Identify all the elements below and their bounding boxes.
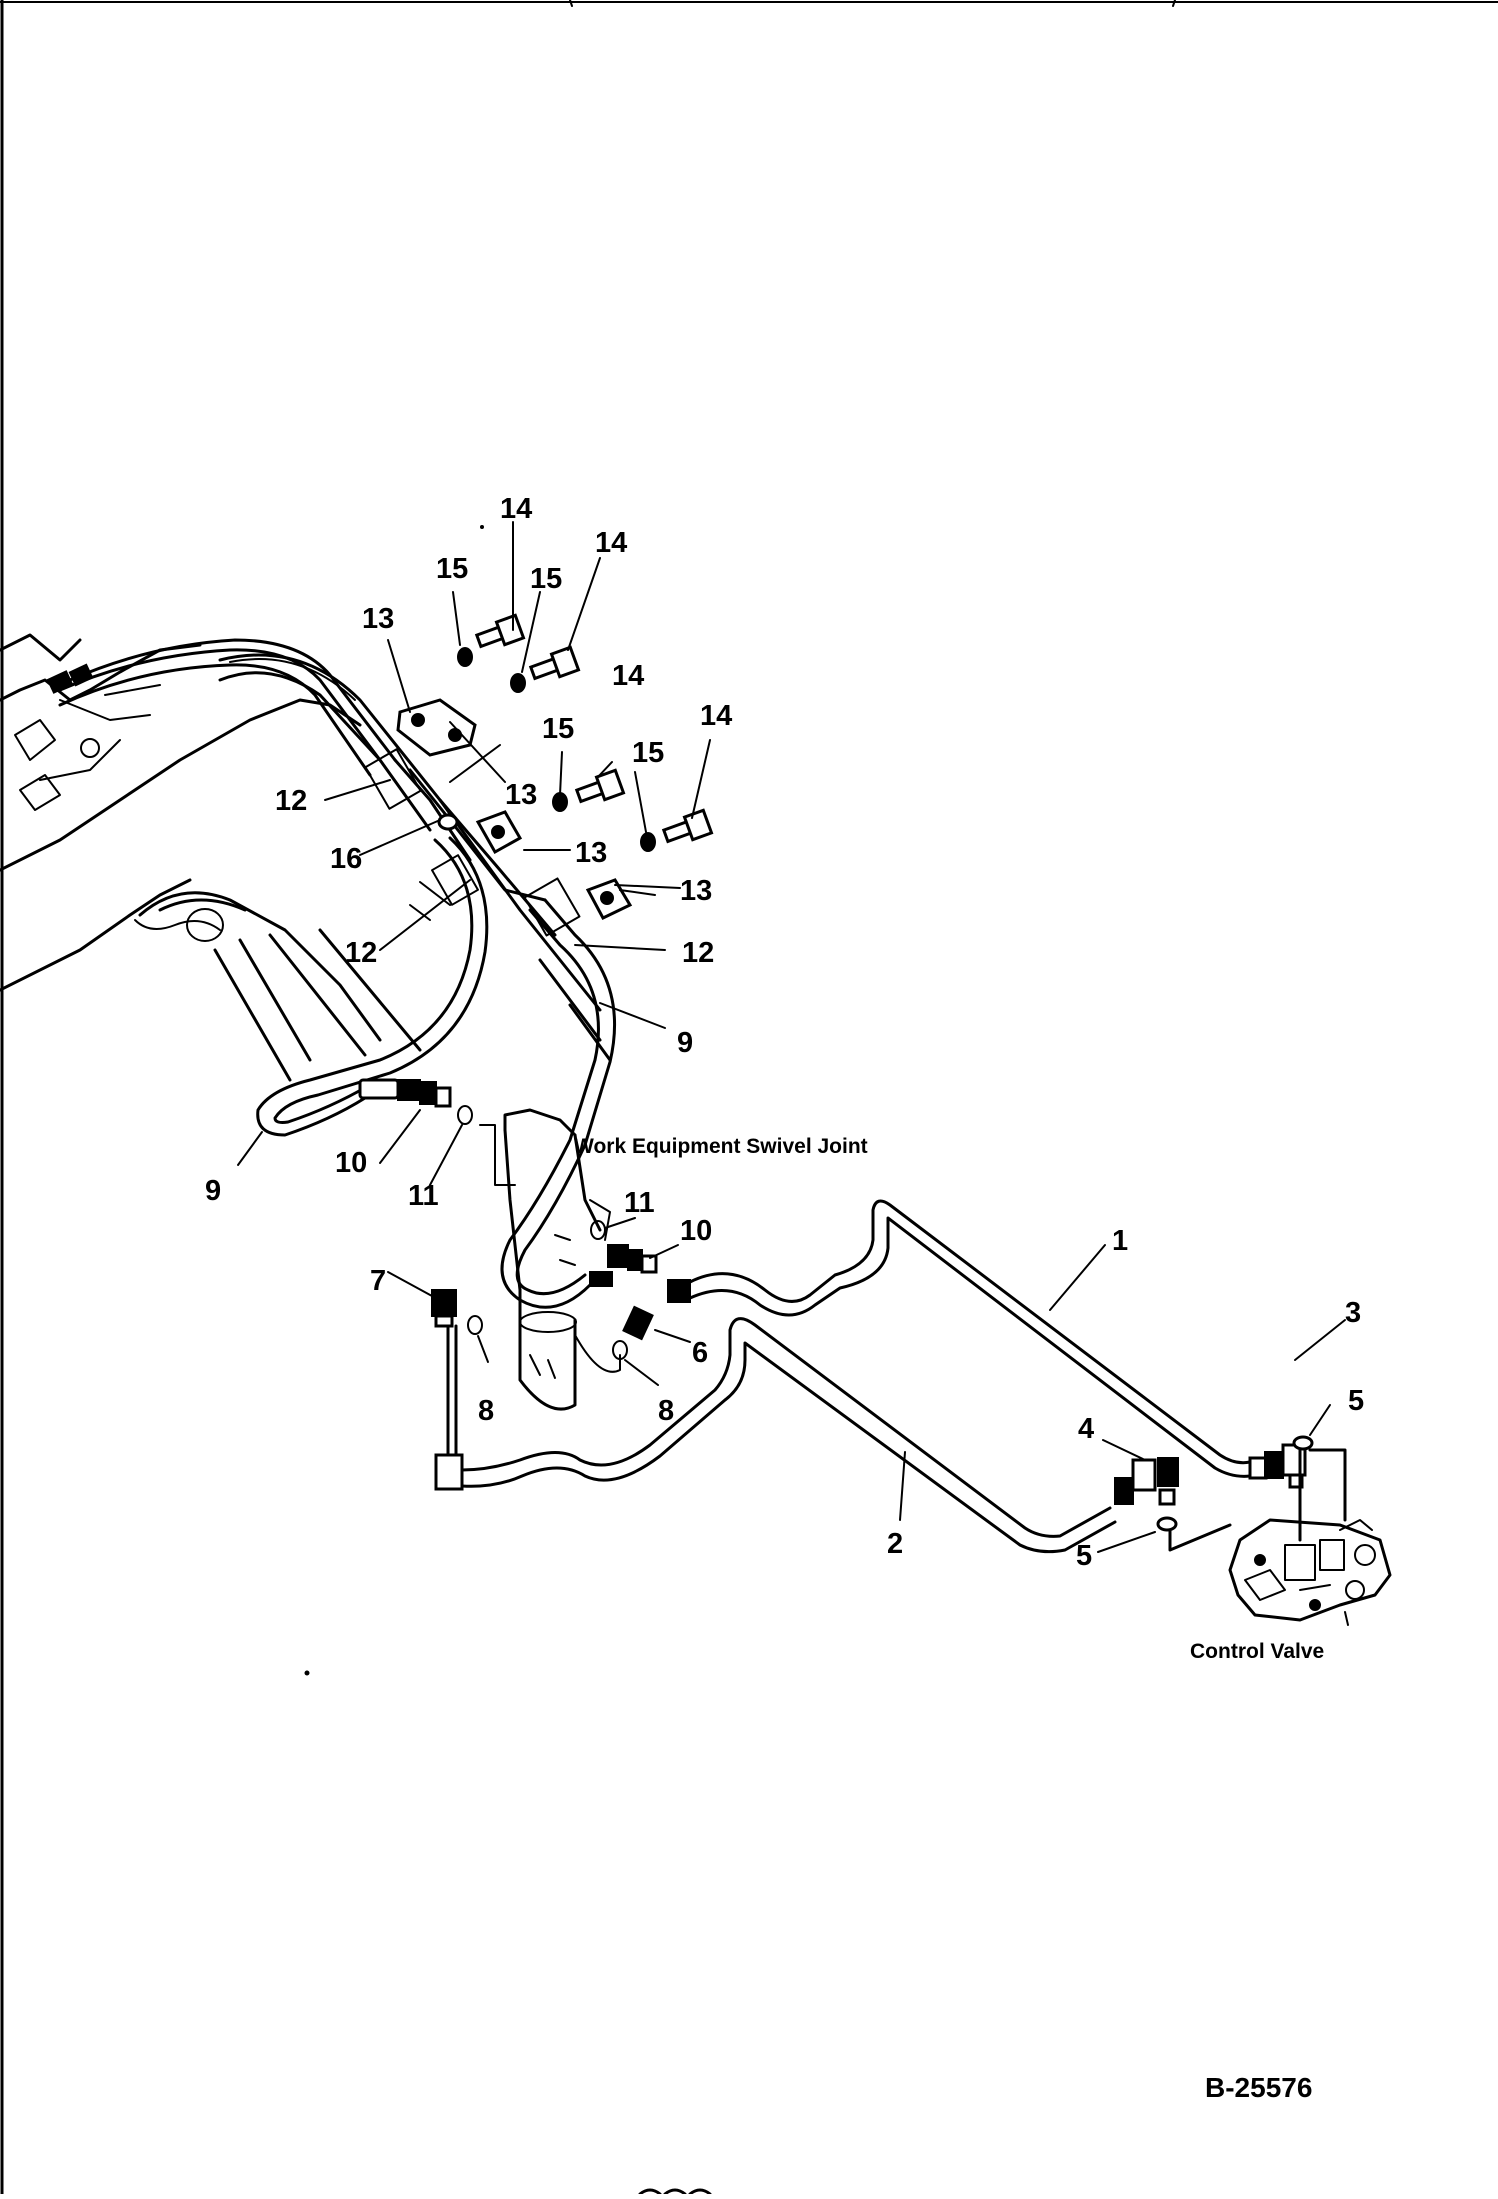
o-ring-5-top (1292, 1435, 1314, 1451)
callout-11: 11 (624, 1187, 655, 1219)
callout-9: 9 (677, 1027, 693, 1059)
o-ring-8-right (612, 1340, 628, 1360)
callout-14: 14 (700, 700, 732, 732)
boom-structure (0, 633, 612, 1082)
caption-control-valve: Control Valve (1190, 1640, 1324, 1663)
callout-8: 8 (478, 1395, 494, 1427)
swivel-outlet (589, 1271, 613, 1287)
page-number-fragment (638, 2188, 712, 2196)
bolt-14-b (528, 645, 581, 681)
callout-12: 12 (345, 937, 377, 969)
hose-9-right (500, 898, 617, 1309)
callout-14: 14 (595, 527, 627, 559)
leader-lines (237, 521, 1346, 1553)
drawing-number: B-25576 (1205, 2072, 1312, 2103)
callout-12: 12 (682, 937, 714, 969)
callout-15: 15 (530, 563, 562, 595)
clamp-tubes (393, 758, 557, 937)
callout-14: 14 (500, 493, 532, 525)
callout-5: 5 (1076, 1540, 1092, 1572)
callout-3: 3 (1345, 1297, 1361, 1329)
stray-mark (304, 1670, 310, 1676)
washers-15 (457, 647, 656, 852)
caption-swivel-joint: Work Equipment Swivel Joint (574, 1135, 868, 1158)
bolt-14-c (574, 768, 626, 804)
elbow-7 (431, 1289, 457, 1328)
callout-9: 9 (205, 1175, 221, 1207)
callout-4: 4 (1078, 1413, 1094, 1445)
control-valve (1168, 1448, 1392, 1626)
callout-8: 8 (658, 1395, 674, 1427)
callout-10: 10 (335, 1147, 367, 1179)
callout-14: 14 (612, 660, 644, 692)
callout-15: 15 (542, 713, 574, 745)
stray-mark (480, 525, 484, 529)
callout-6: 6 (692, 1337, 708, 1369)
callout-13: 13 (575, 837, 607, 869)
elbow-4 (1114, 1457, 1179, 1506)
pipe-2 (434, 1317, 1117, 1554)
callout-labels: 14 14 14 14 15 15 15 15 13 13 13 13 12 1… (205, 493, 1364, 1572)
clamp-plate-13-b (475, 810, 523, 855)
o-ring-5-bottom (1156, 1516, 1178, 1532)
hose-9-left (256, 836, 489, 1137)
stray-mark (569, 0, 573, 7)
callout-13: 13 (680, 875, 712, 907)
callout-7: 7 (370, 1265, 386, 1297)
callout-10: 10 (680, 1215, 712, 1247)
hose-end-fitting-left (358, 1078, 400, 1100)
callout-13: 13 (362, 603, 394, 635)
clamp-16 (437, 813, 459, 831)
stray-mark (1172, 0, 1176, 7)
callout-12: 12 (275, 785, 307, 817)
callout-1: 1 (1112, 1225, 1128, 1257)
clamp-12 (364, 748, 581, 937)
callout-5: 5 (1348, 1385, 1364, 1417)
callout-16: 16 (330, 843, 362, 875)
bolt-14-d (661, 808, 714, 844)
clamp-plate-13-a (396, 698, 477, 757)
callout-11: 11 (408, 1180, 439, 1212)
callout-2: 2 (887, 1528, 903, 1560)
o-ring-8-left (467, 1315, 483, 1335)
callout-13: 13 (505, 779, 537, 811)
elbow-6 (622, 1305, 654, 1341)
swivel-joint (479, 1108, 621, 1411)
elbow-3 (1264, 1443, 1307, 1489)
bolt-14-a (474, 613, 526, 649)
callout-15: 15 (632, 737, 664, 769)
boom-hoses (46, 638, 397, 777)
pipe-1 (667, 1199, 1268, 1480)
o-ring-11-left (457, 1105, 473, 1125)
fitting-10-left (397, 1079, 452, 1108)
callout-15: 15 (436, 553, 468, 585)
fitting-10-right (590, 1220, 658, 1274)
